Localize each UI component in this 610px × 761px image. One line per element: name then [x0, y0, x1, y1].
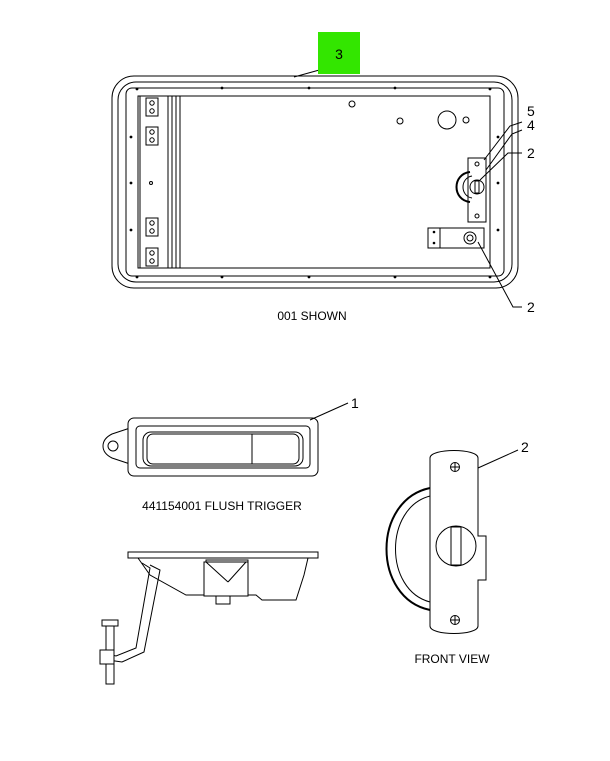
leader-line: [477, 449, 519, 469]
leader-line: [485, 129, 523, 171]
flush-trigger-top-view: [102, 402, 349, 477]
callout-5: 5: [527, 103, 535, 119]
latch-assembly: [455, 157, 487, 223]
leader-line: [483, 121, 523, 161]
gasket: [125, 87, 505, 277]
panel: [137, 95, 491, 269]
caption-flush-trigger: 441154001 FLUSH TRIGGER: [142, 499, 302, 513]
callout-2-front: 2: [521, 439, 529, 455]
callout-4: 4: [527, 117, 535, 133]
caption-001-shown: 001 SHOWN: [277, 309, 346, 323]
hinge-plate: [145, 97, 159, 117]
panel-hole-large: [437, 110, 457, 130]
latch-front-view: [385, 449, 519, 634]
panel-hole: [348, 100, 356, 108]
callout-1: 1: [351, 395, 359, 411]
caption-front-view: FRONT VIEW: [414, 652, 490, 666]
flush-trigger-side-view: [99, 551, 319, 685]
hinge-plate: [145, 126, 159, 146]
lock-bracket: [427, 227, 485, 249]
door-assembly-view: [111, 63, 523, 308]
hinge-plate: [145, 217, 159, 237]
panel-hole: [462, 116, 470, 124]
leader-line: [477, 241, 522, 308]
panel-hole: [396, 117, 404, 125]
callout-3: 3: [335, 46, 343, 62]
hinge-plate: [145, 247, 159, 267]
outer-frame-inner: [117, 81, 513, 283]
callout-3-highlight: [318, 32, 360, 74]
callout-2-latch: 2: [527, 145, 535, 161]
d-ring: [385, 487, 431, 611]
fastener-dots: [129, 86, 500, 279]
leader-line: [479, 152, 522, 181]
d-ring-handle: [455, 171, 471, 203]
leader-line: [309, 402, 349, 421]
callout-2-lock: 2: [527, 299, 535, 315]
hinge-strip: [139, 95, 169, 269]
outer-frame: [111, 75, 519, 289]
